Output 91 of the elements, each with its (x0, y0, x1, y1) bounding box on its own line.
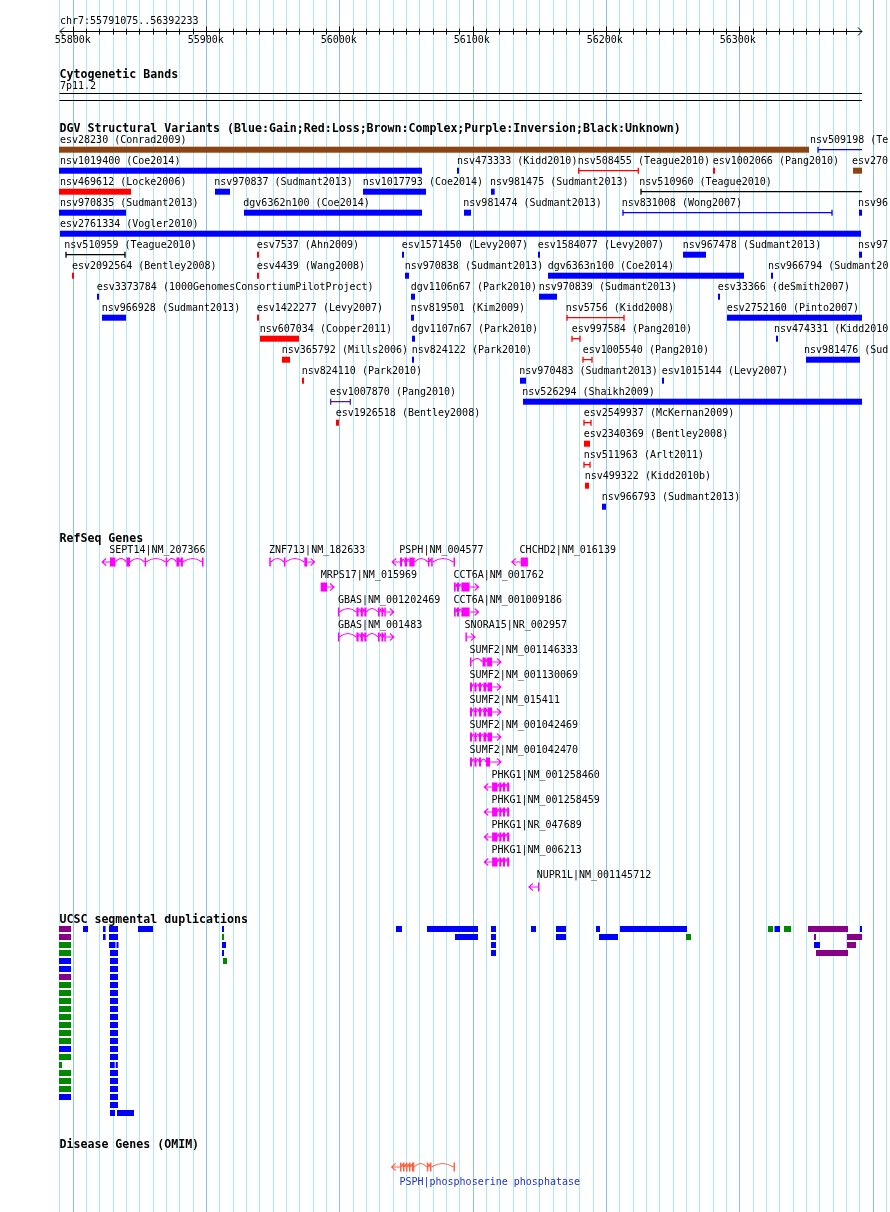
variant-label: nsv469612 (Locke2006) (60, 176, 187, 188)
variant-label: esv1571450 (Levy2007) (401, 239, 529, 251)
variant-label: esv4439 (Wang2008) (256, 260, 366, 272)
gene-label: SUMF2|NM_001042470 (469, 744, 578, 756)
variant-label: nsv981476 (Sud (804, 344, 889, 356)
track-title: Disease Genes (OMIM) (59, 1137, 200, 1151)
gene-label: CHCHD2|NM_016139 (519, 544, 616, 556)
gene-label: SUMF2|NM_001146333 (469, 644, 578, 656)
variant-label: nsv97 (858, 239, 889, 251)
gene-label: CCT6A|NM_001762 (453, 569, 544, 581)
variant-label: nsv509198 (Te (810, 134, 889, 146)
variant-label: esv2761334 (Vogler2010) (60, 218, 199, 230)
variant-label: esv33366 (deSmith2007) (717, 281, 851, 293)
variant-label: nsv970483 (Sudmant2013) (519, 365, 658, 377)
gene-label: SNORA15|NR_002957 (464, 619, 567, 631)
variant-label: esv2340369 (Bentley2008) (583, 428, 729, 440)
variant-label: nsv473333 (Kidd2010) (457, 155, 578, 167)
variant-label: esv1005540 (Pang2010) (582, 344, 710, 356)
variant-label: nsv967478 (Sudmant2013) (682, 239, 822, 251)
variant-label: nsv970838 (Sudmant2013) (404, 260, 544, 272)
gene-label: GBAS|NM_001483 (337, 619, 423, 631)
track-title: UCSC segmental duplications (59, 912, 248, 926)
variant-label: nsv474331 (Kidd2010 (774, 323, 889, 335)
tick-label: 56100k (453, 34, 490, 46)
variant-label: nsv981475 (Sudmant2013) (490, 176, 629, 188)
gene-label: SUMF2|NM_001130069 (469, 669, 578, 681)
variant-label: nsv526294 (Shaikh2009) (522, 386, 655, 398)
gene-label: NUPR1L|NM_001145712 (536, 869, 652, 881)
gene-label: PHKG1|NM_001258459 (491, 794, 600, 806)
variant-label: esv28230 (Conrad2009) (60, 134, 187, 146)
gene-label: PHKG1|NM_001258460 (491, 769, 600, 781)
disease-gene-label: PSPH|phosphoserine phosphatase (399, 1176, 580, 1188)
variant-label: nsv966928 (Sudmant2013) (101, 302, 241, 314)
variant-label: esv1002066 (Pang2010) (712, 155, 840, 167)
variant-label: nsv511963 (Arlt2011) (583, 449, 705, 461)
variant-label: nsv824110 (Park2010) (301, 365, 423, 377)
gene-label: MRPS17|NM_015969 (320, 569, 417, 581)
tick-label: 56300k (719, 34, 756, 46)
variant-label: nsv970839 (Sudmant2013) (538, 281, 678, 293)
gene-label: SEPT14|NM_207366 (109, 544, 206, 556)
variant-label: nsv970835 (Sudmant2013) (60, 197, 199, 209)
variant-label: dgv6363n100 (Coe2014) (547, 260, 675, 272)
track-title: RefSeq Genes (59, 531, 144, 545)
variant-label: dgv1107n67 (Park2010) (411, 323, 539, 335)
variant-label: nsv1017793 (Coe2014) (362, 176, 484, 188)
gene-label: SUMF2|NM_001042469 (469, 719, 578, 731)
variant-label: nsv510960 (Teague2010) (639, 176, 772, 188)
tick-label: 55800k (54, 34, 91, 46)
variant-label: nsv499322 (Kidd2010b) (584, 470, 712, 482)
variant-label: esv997584 (Pang2010) (571, 323, 693, 335)
gene-label: SUMF2|NM_015411 (469, 694, 560, 706)
gene-label: CCT6A|NM_001009186 (453, 594, 562, 606)
variant-label: nsv5756 (Kidd2008) (565, 302, 675, 314)
variant-label: nsv1019400 (Coe2014) (60, 155, 181, 167)
variant-label: nsv970837 (Sudmant2013) (214, 176, 353, 188)
gene-label: PHKG1|NM_006213 (491, 844, 582, 856)
variant-label: nsv508455 (Teague2010) (577, 155, 711, 167)
variant-label: nsv607034 (Cooper2011) (259, 323, 393, 335)
variant-label: nsv96 (858, 197, 889, 209)
variant-label: nsv819501 (Kim2009) (410, 302, 526, 314)
tick-label: 55900k (187, 34, 224, 46)
coordinate-range-label: chr7:55791075..56392233 (60, 15, 199, 27)
variant-label: esv1015144 (Levy2007) (661, 365, 789, 377)
variant-label: nsv831008 (Wong2007) (621, 197, 743, 209)
variant-label: dgv6362n100 (Coe2014) (243, 197, 370, 209)
variant-label: esv270 (852, 155, 889, 167)
variant-label: dgv1106n67 (Park2010) (410, 281, 538, 293)
track-title: Cytogenetic Bands (59, 67, 179, 81)
variant-label: esv1926518 (Bentley2008) (335, 407, 481, 419)
variant-label: esv1422277 (Levy2007) (256, 302, 384, 314)
gene-label: PHKG1|NR_047689 (491, 819, 582, 831)
variant-label: esv1584077 (Levy2007) (537, 239, 665, 251)
tick-label: 56200k (586, 34, 623, 46)
variant-label: nsv824122 (Park2010) (411, 344, 533, 356)
variant-label: esv2549937 (McKernan2009) (583, 407, 735, 419)
track-title: DGV Structural Variants (Blue:Gain;Red:Loss;Brown:Complex;Purple:Inversion;Black:Unknown) (59, 121, 681, 135)
variant-label: nsv966794 (Sudmant20 (768, 260, 889, 272)
tick-label: 56000k (320, 34, 357, 46)
variant-label: nsv981474 (Sudmant2013) (463, 197, 602, 209)
variant-label: esv1007870 (Pang2010) (329, 386, 457, 398)
band-label: 7p11.2 (60, 80, 97, 92)
variant-label: esv3373784 (1000GenomesConsortiumPilotProject) (96, 281, 374, 293)
variant-label: nsv510959 (Teague2010) (64, 239, 197, 251)
gene-label: ZNF713|NM_182633 (269, 544, 366, 556)
gene-label: GBAS|NM_001202469 (337, 594, 441, 606)
gene-label: PSPH|NM_004577 (399, 544, 484, 556)
variant-label: esv2752160 (Pinto2007) (726, 302, 860, 314)
variant-label: esv7537 (Ahn2009) (256, 239, 360, 251)
variant-label: nsv365792 (Mills2006) (281, 344, 409, 356)
variant-label: nsv966793 (Sudmant2013) (601, 491, 741, 503)
variant-label: esv2092564 (Bentley2008) (72, 260, 217, 272)
